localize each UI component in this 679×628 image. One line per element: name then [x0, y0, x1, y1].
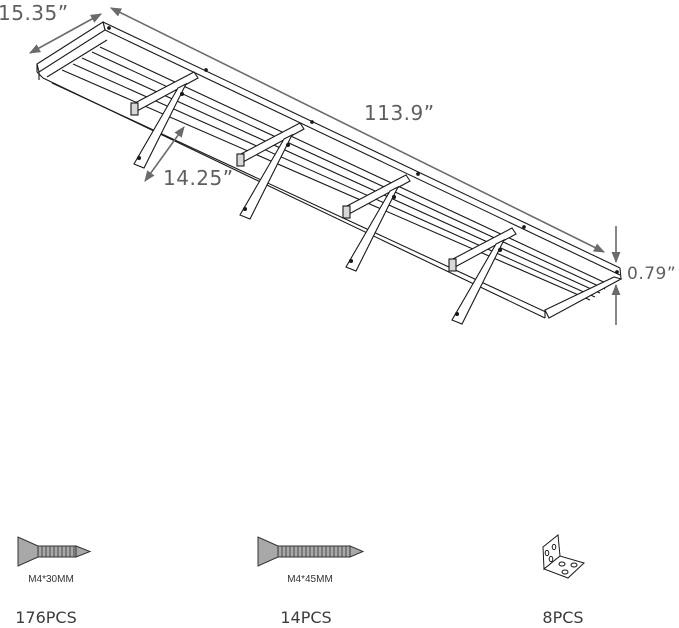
- screw-long-count: 14PCS: [280, 608, 332, 627]
- dimension-arrows: [29, 7, 621, 325]
- depth-arrow: [29, 13, 102, 54]
- length-dimension-label: 113.9”: [364, 101, 435, 125]
- screw-short-spec: M4*30MM: [28, 574, 74, 585]
- screw-short-icon: [17, 536, 92, 567]
- bracket-length-arrow: [144, 126, 185, 182]
- corner-bracket-count: 8PCS: [542, 608, 584, 627]
- shelf-body: [36, 21, 623, 319]
- height-dimension-label: 0.79”: [627, 264, 677, 284]
- corner-bracket-icon: [542, 534, 585, 579]
- bracket-length-dimension-label: 14.25”: [163, 166, 234, 190]
- screw-long-spec: M4*45MM: [287, 574, 333, 585]
- screw-short-count: 176PCS: [15, 608, 77, 627]
- length-arrow: [109, 7, 606, 253]
- depth-dimension-label: 15.35”: [0, 1, 69, 25]
- screw-long-icon: [257, 536, 365, 567]
